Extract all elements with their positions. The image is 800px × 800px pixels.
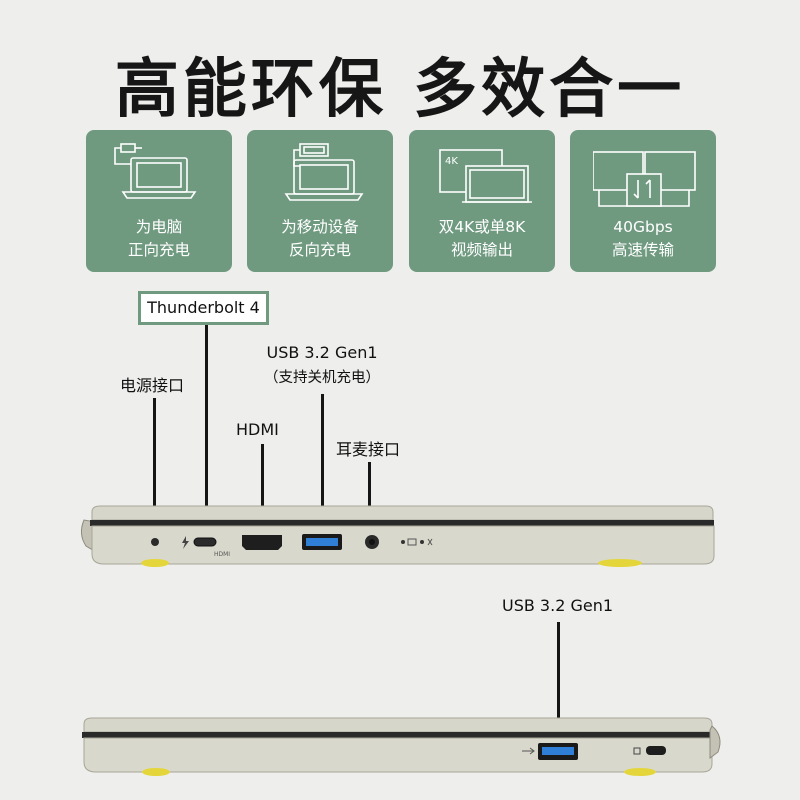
feature-title: 为移动设备 xyxy=(281,218,359,236)
thunderbolt-label: Thunderbolt 4 xyxy=(138,291,269,325)
feature-subtitle: 高速传输 xyxy=(611,241,674,259)
lid-seam xyxy=(90,520,714,526)
usb-right-tongue xyxy=(542,747,574,755)
hdmi-mark-text: HDMI xyxy=(214,551,230,558)
base-body xyxy=(83,737,713,773)
feature-title: 40Gbps xyxy=(613,218,673,236)
usb-left-tongue xyxy=(306,538,338,546)
data-transfer-icon xyxy=(593,151,696,207)
usb-left-pointer-line xyxy=(321,394,324,534)
battery-indicator-icon xyxy=(407,538,417,546)
feature-title: 为电脑 xyxy=(135,218,183,236)
feature-title: 双4K或单8K xyxy=(438,218,526,236)
hinge-right xyxy=(709,725,721,759)
audio-pointer-line xyxy=(368,462,371,536)
foot xyxy=(142,768,170,776)
lock-symbol-icon xyxy=(633,747,641,755)
four-k-text: 4K xyxy=(445,156,458,167)
thunderbolt-icon xyxy=(182,536,189,549)
hdmi-port xyxy=(242,535,282,550)
power-pointer-line xyxy=(153,398,156,536)
feature-subtitle: 视频输出 xyxy=(450,241,513,259)
usb-left-label: USB 3.2 Gen1 xyxy=(266,343,378,362)
laptop-charging-icon xyxy=(114,143,197,199)
lid-edge xyxy=(91,505,714,521)
foot xyxy=(624,768,656,776)
usb-right-label: USB 3.2 Gen1 xyxy=(502,596,614,615)
feature-subtitle: 反向充电 xyxy=(288,241,351,259)
hdmi-pointer-line xyxy=(261,444,264,534)
foot xyxy=(598,559,642,567)
feature-card-video-output: 4K 双4K或单8K 视频输出 xyxy=(409,130,555,272)
lid-seam xyxy=(82,732,716,738)
usb-symbol-icon xyxy=(522,747,535,755)
feature-subtitle: 正向充电 xyxy=(127,241,190,259)
usb-left-sublabel: （支持关机充电） xyxy=(264,370,380,386)
lid-edge xyxy=(83,717,713,733)
foot xyxy=(141,559,169,567)
power-port-label: 电源接口 xyxy=(120,376,185,395)
usb-right-pointer-line xyxy=(557,622,560,742)
headline: 高能环保 多效合一 xyxy=(114,53,686,127)
status-light xyxy=(420,540,424,544)
thunderbolt-pointer-line xyxy=(205,325,208,533)
dual-monitor-4k-icon: 4K xyxy=(439,149,532,203)
device-charging-icon xyxy=(284,143,364,201)
power-indicator-icon xyxy=(427,538,433,546)
audio-port-label: 耳麦接口 xyxy=(336,440,401,459)
audio-port-inner xyxy=(369,539,375,545)
feature-card-device-charging: 为移动设备 反向充电 xyxy=(247,130,393,272)
security-lock-slot xyxy=(646,746,666,755)
hdmi-label: HDMI xyxy=(236,420,279,439)
thunderbolt-port xyxy=(193,537,217,547)
power-port xyxy=(151,538,159,546)
feature-card-data-transfer: 40Gbps 高速传输 xyxy=(570,130,716,272)
status-light xyxy=(401,540,405,544)
feature-card-laptop-charging: 为电脑 正向充电 xyxy=(86,130,232,272)
